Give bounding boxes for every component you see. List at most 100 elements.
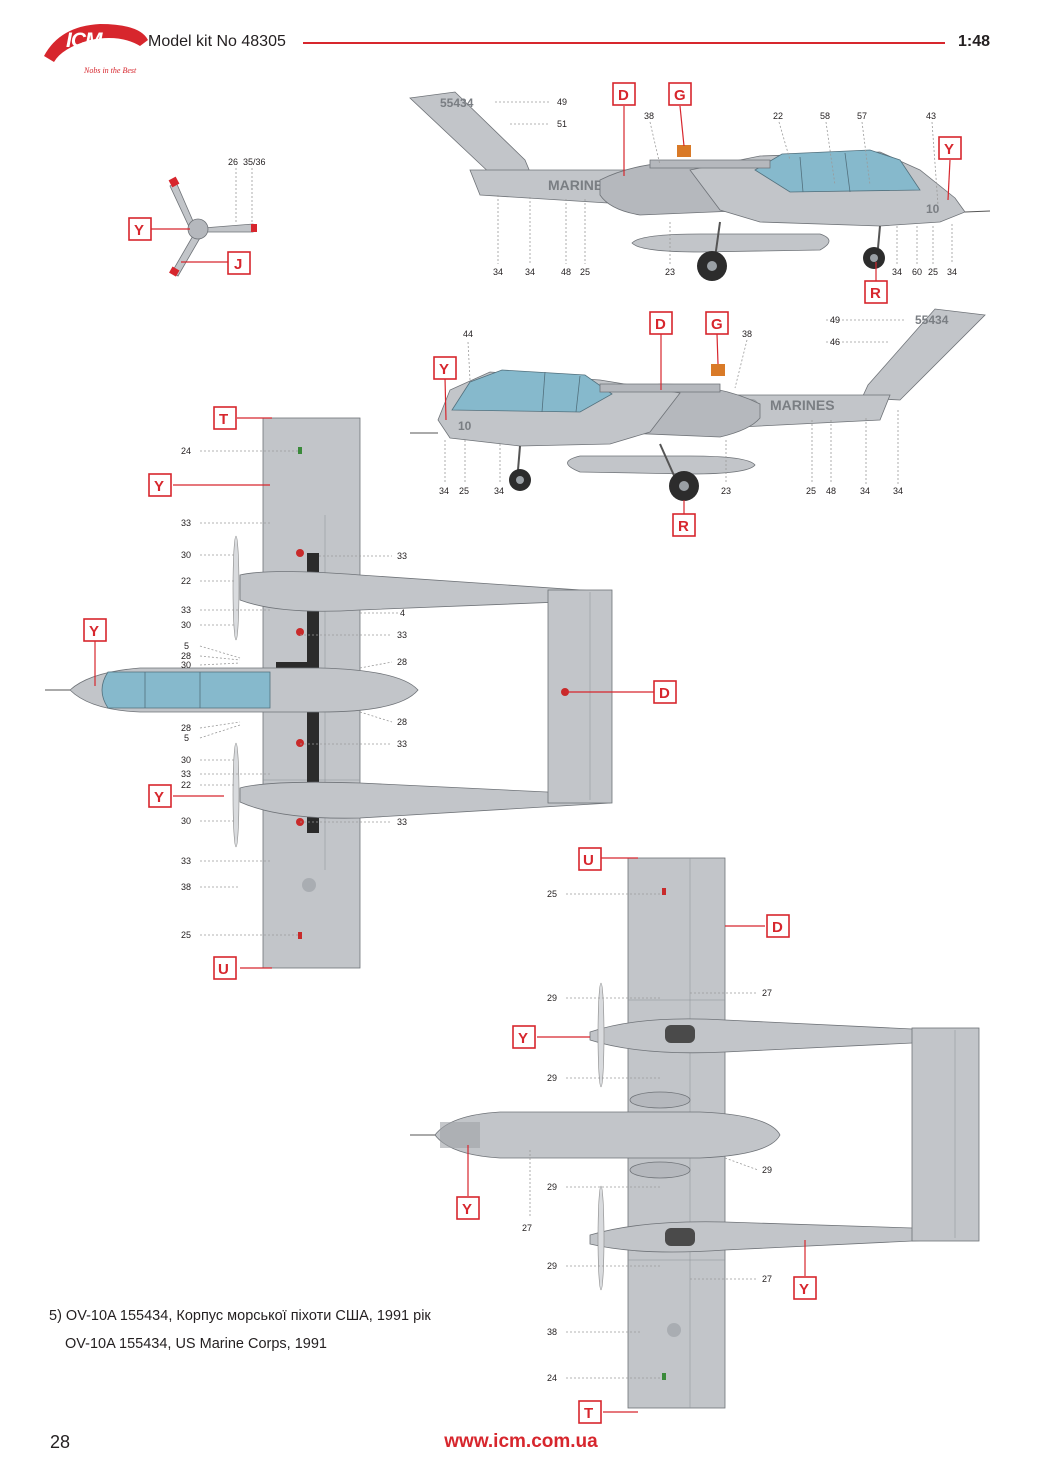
side-r-num-43: 43	[926, 111, 936, 121]
top-num-30e: 30	[181, 816, 191, 826]
top-left-leaders	[199, 450, 300, 936]
top-num-24: 24	[181, 446, 191, 456]
tag-R-side-l: R	[672, 513, 696, 537]
bot-num-r-29: 29	[762, 1165, 772, 1175]
top-num-33b: 33	[181, 605, 191, 615]
tag-D-bottom: D	[766, 914, 790, 938]
top-num-r-33b: 33	[397, 630, 407, 640]
top-num-30c: 30	[181, 660, 191, 670]
bot-num-38: 38	[547, 1327, 557, 1337]
side-r-num-48: 48	[561, 267, 571, 277]
tag-Y-prop: Y	[128, 217, 152, 241]
top-num-22a: 22	[181, 576, 191, 586]
tag-D-side-l: D	[649, 311, 673, 335]
tag-D-top: D	[653, 680, 677, 704]
tag-U-top: U	[213, 956, 237, 980]
bot-num-r-27a: 27	[762, 988, 772, 998]
side-r-num-34b: 34	[525, 267, 535, 277]
svg-text:J: J	[234, 256, 242, 273]
svg-text:Y: Y	[944, 141, 954, 158]
tag-Y-side-r: Y	[938, 136, 962, 160]
caption-ukrainian: 5) OV-10A 155434, Корпус морської піхоти…	[49, 1308, 431, 1324]
bot-num-29c: 29	[547, 1182, 557, 1192]
side-l-num-49: 49	[830, 315, 840, 325]
tag-Y-top-a: Y	[148, 473, 172, 497]
top-num-r-33a: 33	[397, 551, 407, 561]
caption-english: OV-10A 155434, US Marine Corps, 1991	[65, 1336, 327, 1352]
top-view: 24 33 30 22 33 30 5 28 30 28 5 30 33 22 …	[45, 417, 654, 969]
side-r-num-23: 23	[665, 267, 675, 277]
side-left-modex: 10	[458, 419, 472, 433]
side-r-num-49: 49	[557, 97, 567, 107]
tag-Y-side-l: Y	[433, 356, 457, 380]
side-r-num-25b: 25	[928, 267, 938, 277]
website-link[interactable]: www.icm.com.ua	[444, 1431, 598, 1452]
svg-text:Y: Y	[799, 1281, 809, 1298]
side-l-num-48: 48	[826, 486, 836, 496]
side-r-num-34d: 34	[947, 267, 957, 277]
top-num-r-33d: 33	[397, 817, 407, 827]
side-r-num-34a: 34	[493, 267, 503, 277]
tag-U-bottom: U	[578, 847, 602, 871]
prop-num-26: 26	[228, 157, 238, 167]
bot-num-r-27b: 27	[762, 1274, 772, 1284]
tag-Y-bottom-a: Y	[512, 1025, 536, 1049]
top-num-r-4: 4	[400, 608, 405, 618]
side-left-fin-serial: 55434	[915, 313, 949, 327]
svg-text:Y: Y	[89, 623, 99, 640]
side-l-num-25b: 25	[806, 486, 816, 496]
top-num-25: 25	[181, 930, 191, 940]
icm-logo: ICM Nobs in the Best	[40, 22, 150, 78]
tag-R-side-r: R	[864, 280, 888, 304]
tag-Y-bottom-b: Y	[456, 1196, 480, 1220]
side-r-num-22: 22	[773, 111, 783, 121]
top-num-30a: 30	[181, 550, 191, 560]
top-num-r-28a: 28	[397, 657, 407, 667]
top-num-33a: 33	[181, 518, 191, 528]
side-modex: 10	[926, 202, 940, 216]
svg-text:Y: Y	[134, 222, 144, 239]
side-l-num-34c: 34	[860, 486, 870, 496]
tag-T-top: T	[213, 406, 237, 430]
callout-tags: Y J D G Y R Y D G R T Y Y Y U D U D Y Y …	[83, 82, 962, 1424]
tag-G-side-l: G	[705, 311, 729, 335]
side-left-marines-text: MARINES	[770, 397, 835, 413]
svg-text:U: U	[583, 852, 594, 869]
side-view-left: 55434 MARINES 10 44 38 49 46	[410, 308, 986, 514]
side-l-num-25a: 25	[459, 486, 469, 496]
svg-text:R: R	[870, 285, 881, 302]
side-l-num-23: 23	[721, 486, 731, 496]
side-l-num-34d: 34	[893, 486, 903, 496]
propeller-view: 26 35/36	[151, 157, 266, 277]
side-l-num-38: 38	[742, 329, 752, 339]
top-num-28b: 28	[181, 723, 191, 733]
side-l-num-34a: 34	[439, 486, 449, 496]
bot-num-24: 24	[547, 1373, 557, 1383]
svg-text:D: D	[659, 685, 670, 702]
svg-text:T: T	[219, 411, 228, 428]
top-num-30d: 30	[181, 755, 191, 765]
side-fin-serial: 55434	[440, 96, 474, 110]
prop-num-35-36: 35/36	[243, 157, 266, 167]
svg-text:D: D	[655, 316, 666, 333]
top-num-33c: 33	[181, 769, 191, 779]
page-number: 28	[50, 1432, 71, 1452]
svg-text:G: G	[674, 87, 686, 104]
svg-text:D: D	[772, 919, 783, 936]
side-l-num-44: 44	[463, 329, 473, 339]
top-num-28a: 28	[181, 651, 191, 661]
scale-label: 1:48	[958, 33, 991, 50]
svg-text:D: D	[618, 87, 629, 104]
svg-text:Y: Y	[154, 789, 164, 806]
top-num-r-33c: 33	[397, 739, 407, 749]
svg-text:Y: Y	[462, 1201, 472, 1218]
side-r-num-58: 58	[820, 111, 830, 121]
tag-Y-bottom-c: Y	[793, 1276, 817, 1300]
tag-Y-top-b: Y	[83, 618, 107, 642]
kit-title: Model kit No 48305	[148, 33, 286, 50]
logo-tagline: Nobs in the Best	[84, 66, 137, 75]
side-r-num-51: 51	[557, 119, 567, 129]
tag-Y-top-c: Y	[148, 784, 172, 808]
top-num-38: 38	[181, 882, 191, 892]
tag-T-bottom: T	[578, 1400, 602, 1424]
